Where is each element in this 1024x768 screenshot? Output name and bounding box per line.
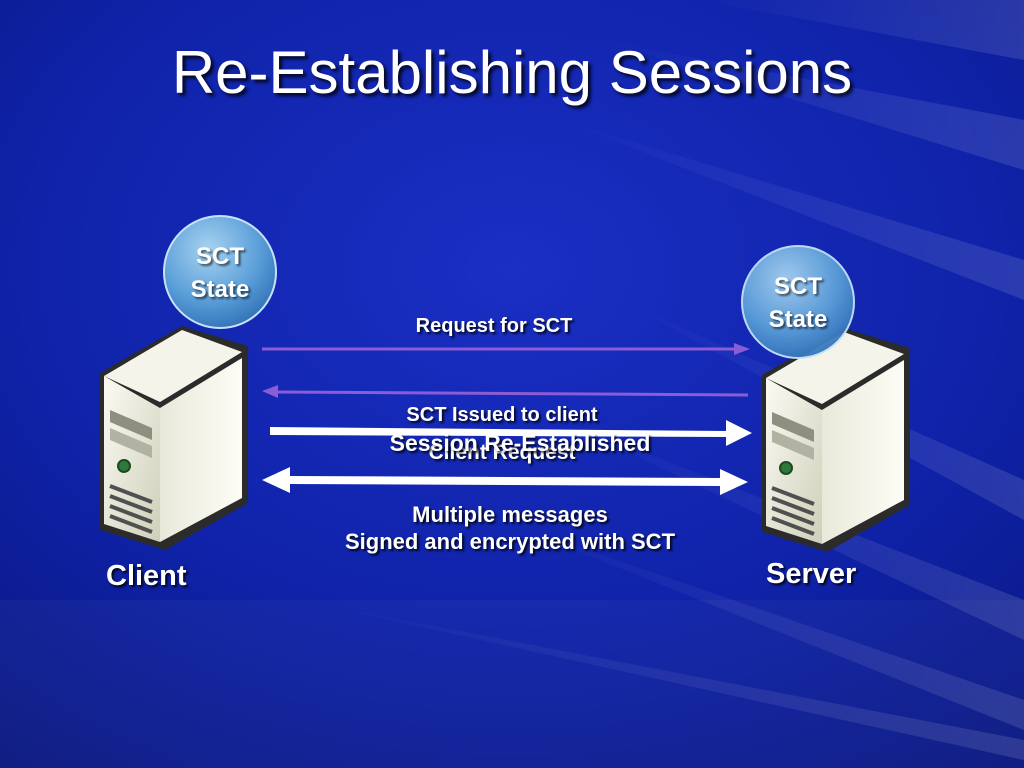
server-sct-state-label: SCT State [743, 270, 853, 336]
server-computer-icon [762, 328, 910, 552]
signed-encrypted-label: Signed and encrypted with SCT [344, 529, 676, 554]
client-request-label: Client Request [428, 441, 576, 464]
session-reestablished-label: Session Re-Established [389, 430, 651, 456]
client-label: Client [106, 560, 187, 592]
sct-issued-arrow [262, 385, 749, 398]
client-computer-icon [100, 326, 248, 550]
client-sct-state-bubble [163, 215, 277, 329]
server-state-line1: SCT [774, 273, 822, 300]
server-sct-state-bubble [741, 245, 855, 359]
client-state-line1: SCT [196, 243, 244, 270]
multiple-messages-arrow [262, 467, 748, 495]
slide-title: Re-Establishing Sessions [171, 39, 853, 106]
client-state-line2: State [190, 276, 250, 303]
request-sct-arrow [262, 343, 750, 355]
server-state-line2: State [768, 306, 828, 333]
client-sct-state-label: SCT State [165, 240, 275, 306]
multiple-messages-label: Multiple messages [412, 502, 608, 527]
server-label: Server [766, 558, 857, 590]
sct-issued-label: SCT Issued to client [406, 404, 598, 426]
client-request-arrow [270, 420, 752, 446]
request-sct-label: Request for SCT [415, 315, 573, 337]
